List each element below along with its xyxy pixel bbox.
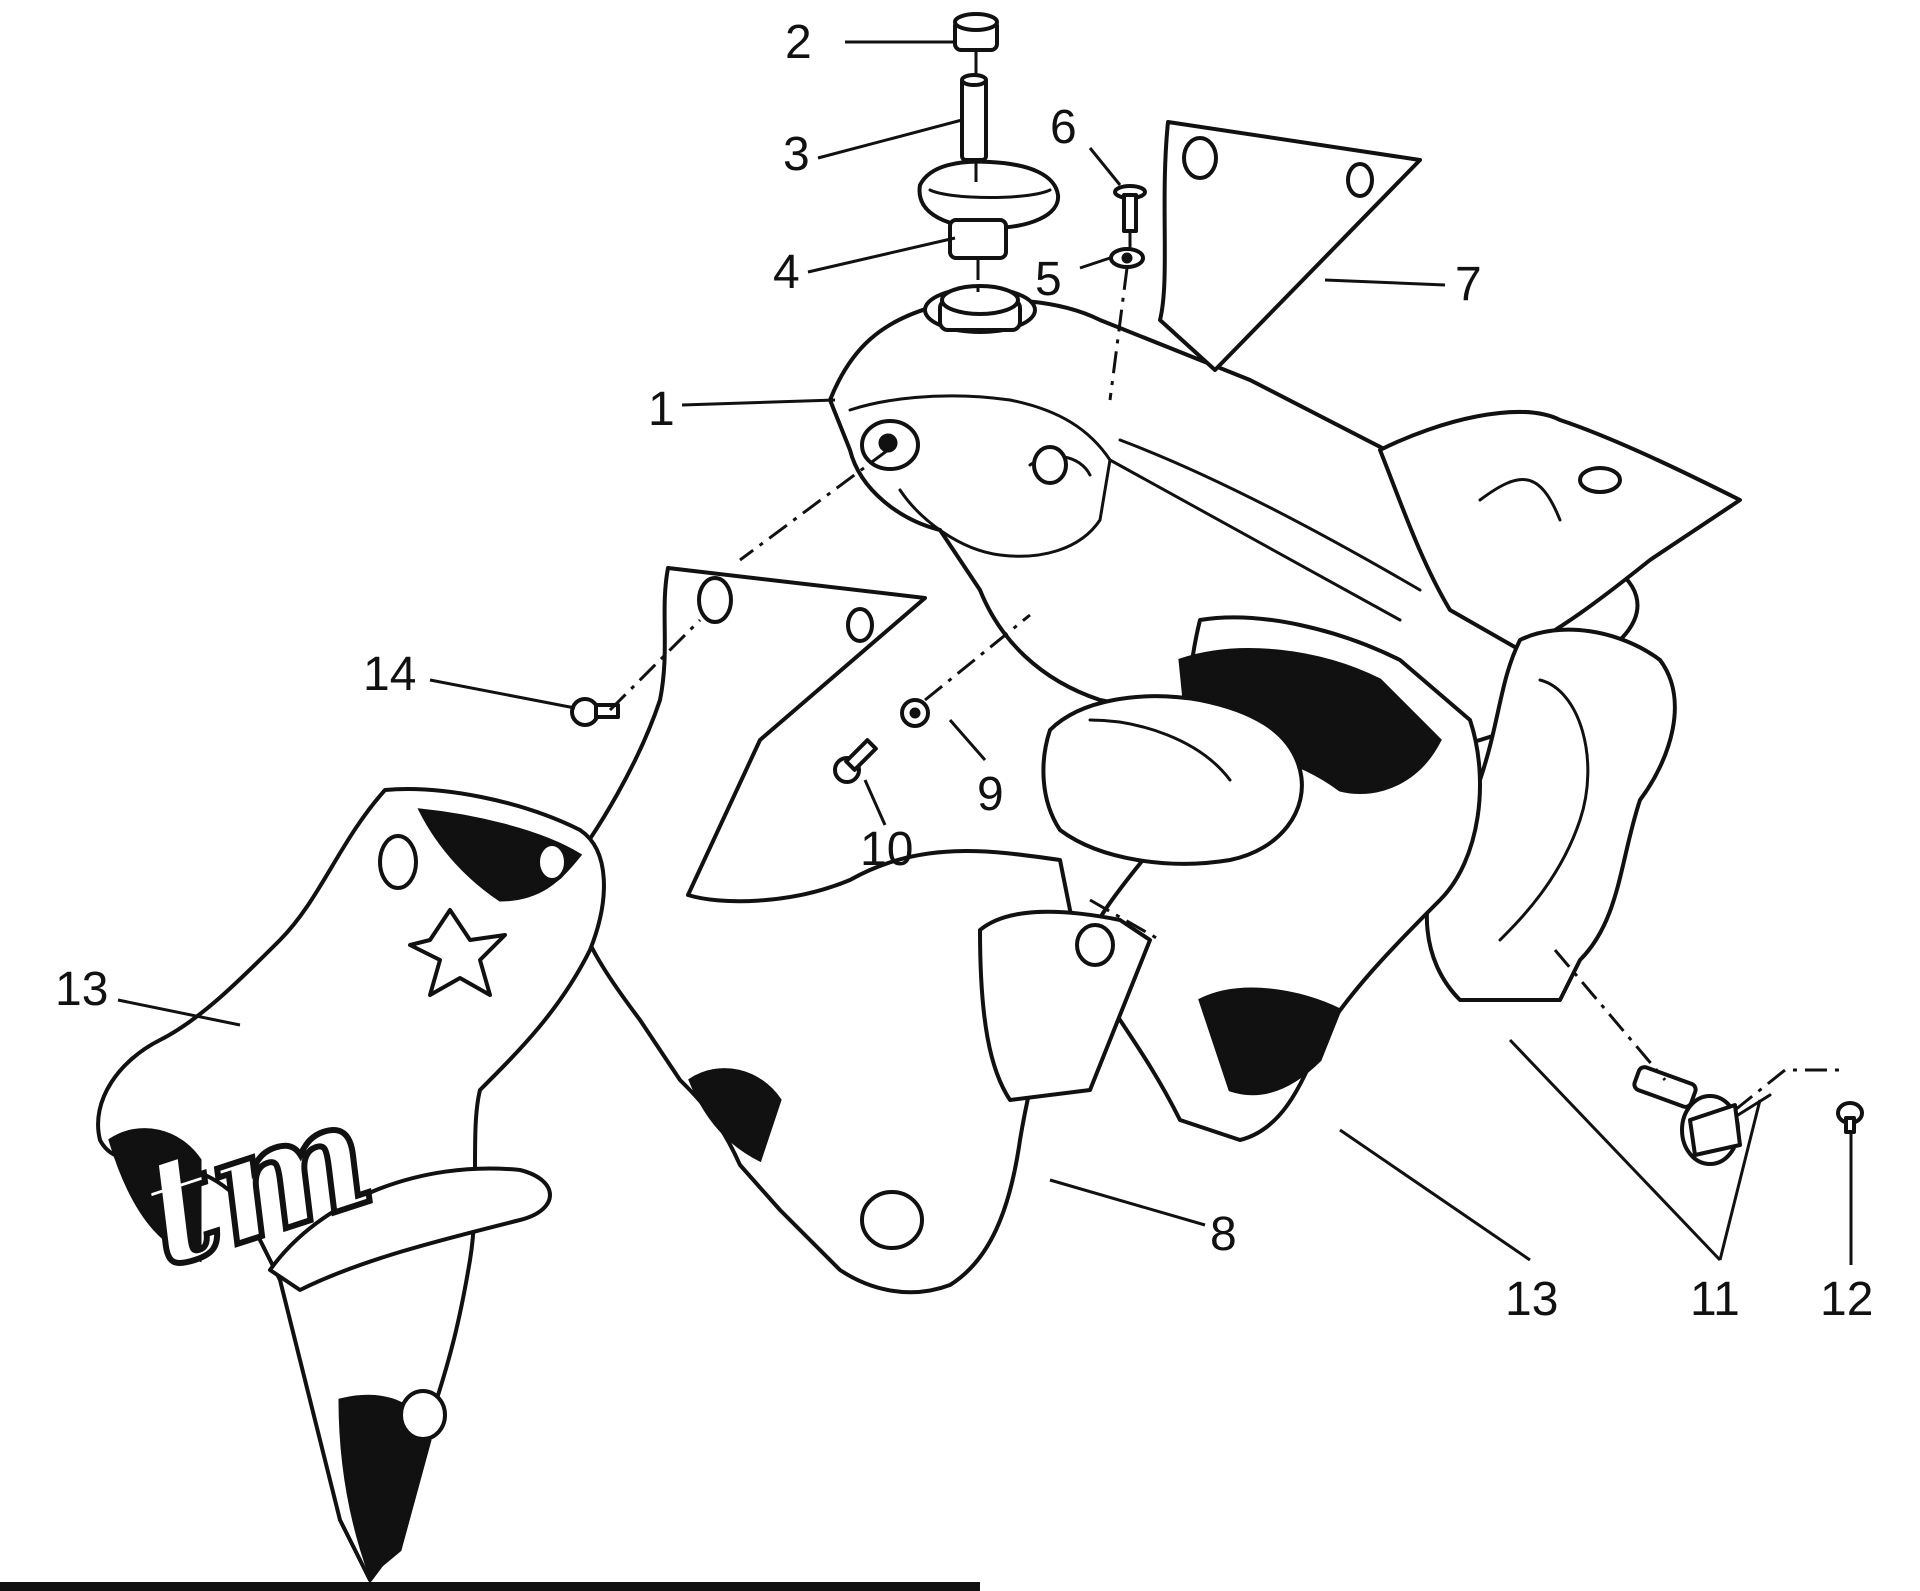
callout-5: 5 [1035,253,1062,306]
callout-numbers: 2 3 4 1 5 6 7 8 9 10 11 12 13 13 14 [55,16,1873,1326]
screw-6 [1113,184,1147,233]
filler-cap-knob [917,159,1061,260]
callout-3: 3 [783,128,810,181]
bolt-14 [570,697,620,727]
washer-9 [900,698,930,728]
leader-lines [117,40,1853,1265]
callout-11: 11 [1690,1273,1740,1326]
screw-12 [1836,1101,1864,1134]
callout-7: 7 [1455,258,1482,311]
callout-9: 9 [977,768,1004,821]
bottom-rule [0,1582,980,1591]
callout-14: 14 [363,648,416,701]
callout-8: 8 [1210,1208,1237,1261]
callout-2: 2 [785,16,812,69]
callout-10: 10 [860,823,913,876]
assembly-lines [608,52,1845,1112]
radiator-shroud-13-left: tm [96,787,782,1582]
side-cover-13-right [1041,615,1482,1142]
front-side-panel [558,566,1152,1295]
fuel-tank [828,284,1640,754]
washer-5 [1109,247,1145,269]
bolt-10 [833,738,878,784]
callout-1: 1 [648,383,675,436]
callout-12: 12 [1820,1273,1873,1326]
callout-6: 6 [1050,101,1077,154]
rear-fender [1378,409,1742,1002]
breather-pin [960,73,988,162]
callout-13-left: 13 [55,963,108,1016]
side-panel-7 [1158,120,1422,372]
fuel-tap-11 [1632,1065,1772,1166]
callout-13-right: 13 [1505,1273,1558,1326]
cap-plug [953,12,999,52]
callout-4: 4 [773,246,800,299]
